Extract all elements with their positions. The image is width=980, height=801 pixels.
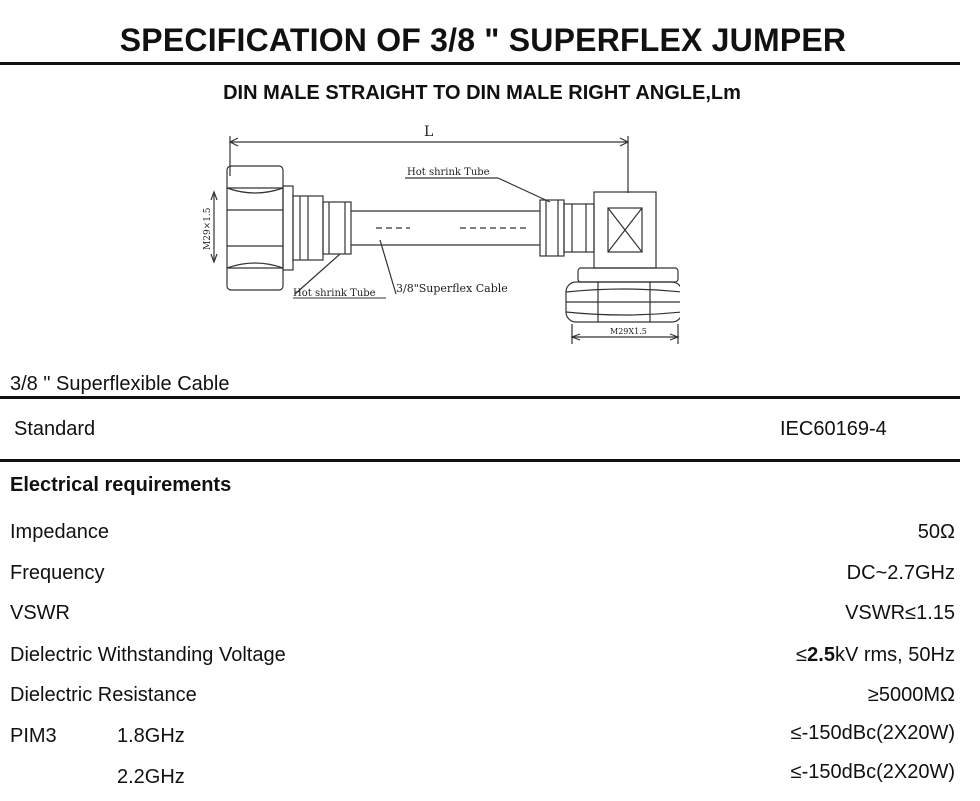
- dwv-value: ≤2.5kV rms, 50Hz: [796, 644, 955, 667]
- hot-shrink-label-top: Hot shrink Tube: [407, 167, 490, 178]
- dwv-voltage: 2.5: [807, 644, 835, 666]
- vswr-label: VSWR: [10, 602, 70, 624]
- standard-value: IEC60169-4: [780, 418, 887, 440]
- superflex-cable: [351, 210, 540, 246]
- pim-frequency-1: 1.8GHz: [117, 725, 185, 747]
- pim-label: PIM3: [10, 725, 57, 747]
- length-label: L: [424, 124, 433, 140]
- leader-hot-shrink-top: [497, 177, 551, 203]
- impedance-value: 50Ω: [917, 521, 955, 543]
- dwv-label: Dielectric Withstanding Voltage: [10, 644, 286, 666]
- cable-label: 3/8"Superflex Cable: [396, 282, 508, 295]
- dwv-prefix: ≤: [796, 644, 808, 666]
- page-title: SPECIFICATION OF 3/8 " SUPERFLEX JUMPER: [119, 22, 847, 58]
- cable-section-heading: 3/8 " Superflexible Cable: [10, 373, 230, 395]
- dr-label: Dielectric Resistance: [10, 684, 197, 706]
- electrical-heading: Electrical requirements: [10, 474, 232, 496]
- frequency-value: DC~2.7GHz: [846, 562, 955, 584]
- thread-label-bottom: M29X1.5: [610, 327, 647, 336]
- page-subtitle: DIN MALE STRAIGHT TO DIN MALE RIGHT ANGL…: [223, 82, 741, 104]
- thread-label-left: M29×1.5: [203, 207, 213, 250]
- leader-cable: [379, 239, 397, 295]
- dr-value: ≥5000MΩ: [867, 684, 955, 706]
- pim-frequency-2: 2.2GHz: [117, 766, 185, 788]
- cable-section-rule: [0, 396, 960, 399]
- pim-value-2: ≤-150dBc(2X20W): [790, 761, 955, 783]
- impedance-label: Impedance: [10, 521, 109, 543]
- pim-value-1: ≤-150dBc(2X20W): [790, 722, 955, 744]
- hot-shrink-label-bottom: Hot shrink Tube: [293, 288, 376, 299]
- din-male-right-angle-connector: [539, 191, 683, 344]
- frequency-label: Frequency: [10, 562, 105, 584]
- din-male-straight-connector: [210, 165, 352, 291]
- jumper-drawing: L M29×1.5 Hot shrink Tube Hot shrink Tub…: [200, 118, 683, 348]
- dwv-suffix: kV rms, 50Hz: [834, 644, 955, 666]
- vswr-value: VSWR≤1.15: [845, 602, 955, 624]
- standard-rule: [0, 459, 960, 462]
- standard-label: Standard: [14, 418, 96, 440]
- leader-hot-shrink-bottom: [294, 253, 341, 295]
- title-underline: [0, 62, 960, 65]
